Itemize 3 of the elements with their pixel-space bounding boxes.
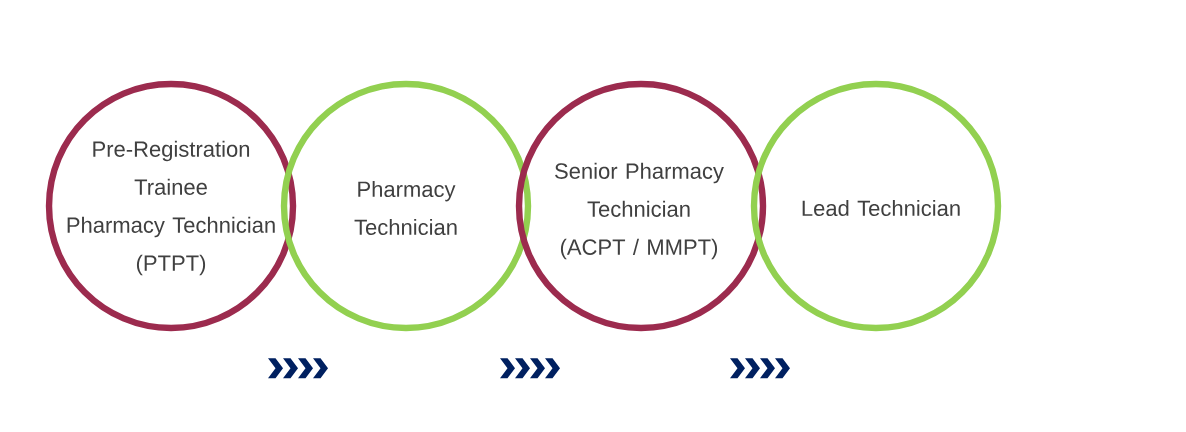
chevron-arrow — [730, 358, 790, 379]
chevron-arrow — [500, 358, 560, 379]
chevron-arrow — [268, 358, 328, 379]
